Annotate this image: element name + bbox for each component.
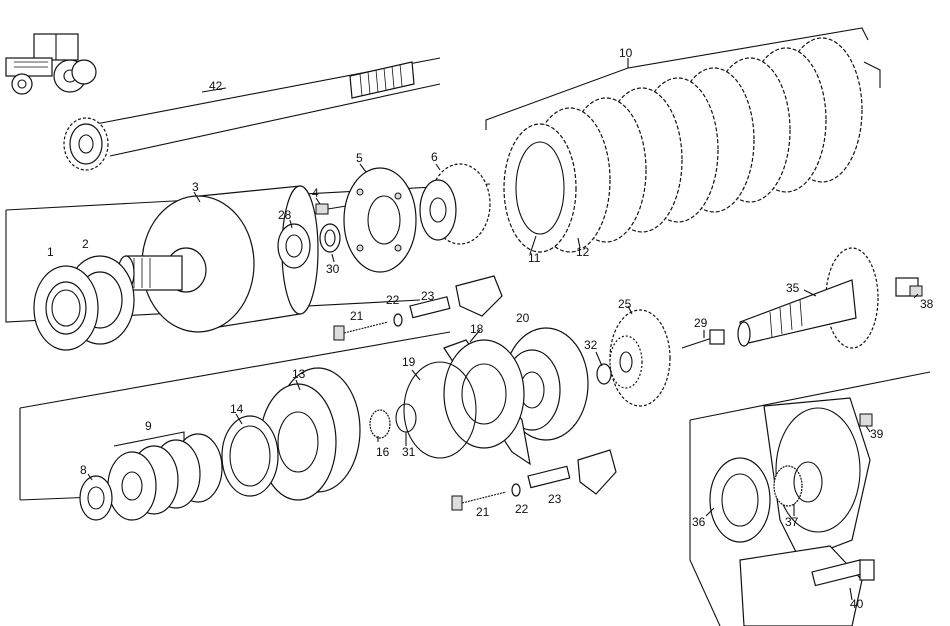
callout-32: 32	[584, 338, 598, 352]
callout-21-upper: 21	[350, 309, 364, 323]
part-22-washer-upper	[393, 313, 403, 327]
part-36-bearing	[709, 457, 771, 543]
callout-37: 37	[785, 515, 799, 529]
callout-10: 10	[619, 46, 633, 60]
part-9-spring-washers	[107, 431, 223, 521]
callout-42: 42	[209, 79, 223, 93]
part-housing	[739, 397, 871, 626]
part-10-clutch-discs	[485, 27, 869, 253]
part-23-pin-upper	[409, 275, 503, 319]
callout-8: 8	[80, 463, 87, 477]
part-18-plate	[443, 339, 531, 466]
callout-14: 14	[230, 402, 244, 416]
part-16-bearing	[369, 409, 391, 439]
leader-lines	[87, 87, 919, 601]
callout-2: 2	[82, 237, 89, 251]
callout-1: 1	[47, 245, 54, 259]
callout-28: 28	[278, 208, 292, 222]
part-28-bearing	[277, 223, 311, 269]
tractor-icon	[5, 33, 97, 95]
part-29-valve	[681, 329, 725, 349]
callout-9: 9	[145, 419, 152, 433]
part-38-plug	[909, 285, 923, 297]
callout-11: 11	[528, 251, 541, 265]
part-37-seal	[773, 461, 823, 507]
callout-36: 36	[692, 515, 706, 529]
callout-16: 16	[376, 445, 390, 459]
callout-3: 3	[192, 180, 199, 194]
callout-5: 5	[356, 151, 363, 165]
part-39-plug	[859, 413, 873, 427]
part-5-plate	[343, 167, 417, 273]
part-35-shaft-gear	[737, 247, 919, 349]
part-14-ring	[221, 415, 279, 497]
callout-25: 25	[618, 297, 632, 311]
part-40-sensor	[811, 559, 875, 587]
callout-31: 31	[402, 445, 416, 459]
callout-labels: 42 10 3 4 5 6 28 30 1 2 11 12 35 38 22 2…	[47, 46, 934, 611]
part-3-clutch-drum	[117, 185, 319, 333]
callout-12: 12	[576, 245, 590, 259]
callout-29: 29	[694, 316, 708, 330]
part-8-washer	[79, 475, 113, 521]
part-13-piston	[259, 367, 361, 501]
part-22-washer-lower	[511, 483, 521, 497]
callout-39: 39	[870, 427, 884, 441]
callout-4: 4	[312, 186, 319, 200]
callout-22-lower: 22	[515, 502, 529, 516]
callout-6: 6	[431, 150, 438, 164]
callout-30: 30	[326, 262, 340, 276]
callout-18: 18	[470, 322, 484, 336]
callout-35: 35	[786, 281, 800, 295]
callout-23-lower: 23	[548, 492, 562, 506]
callout-20: 20	[516, 311, 530, 325]
part-1-2-bearing	[33, 255, 135, 351]
part-42-shaft	[63, 57, 441, 171]
part-19-snap-ring	[403, 361, 477, 459]
part-30-ring	[319, 223, 341, 253]
callout-23-upper: 23	[421, 289, 435, 303]
part-23-pin-lower	[527, 449, 617, 495]
part-6-hub-gear	[419, 163, 491, 245]
callout-13: 13	[292, 367, 306, 381]
part-25-gear	[609, 309, 671, 407]
callout-21-lower: 21	[476, 505, 490, 519]
callout-22-upper: 22	[386, 293, 400, 307]
part-21-bolt-upper	[333, 321, 389, 341]
callout-19: 19	[402, 355, 416, 369]
part-21-bolt-lower	[451, 491, 507, 511]
callout-40: 40	[850, 597, 864, 611]
callout-38: 38	[920, 297, 934, 311]
part-32-ring	[596, 363, 612, 385]
part-4-bolt	[315, 203, 347, 215]
